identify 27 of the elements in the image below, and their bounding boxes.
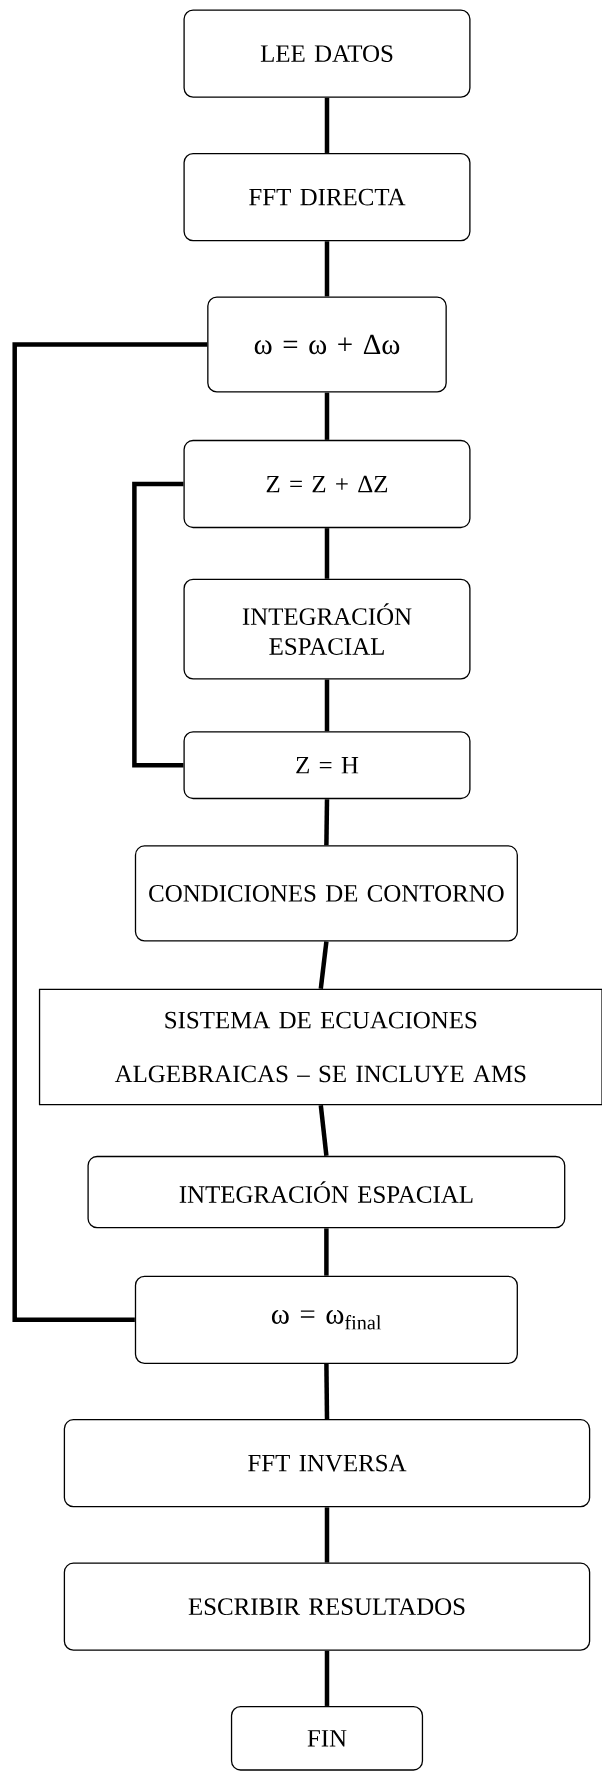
process-box: SISTEMA DE ECUACIONES ALGEBRAICAS – SE INCLUYE AMS xyxy=(38,988,602,1106)
connector-line xyxy=(324,1507,330,1563)
process-box: INTEGRACIÓN ESPACIAL xyxy=(183,578,471,680)
process-box: ω = ω + Δω xyxy=(207,296,447,393)
process-box: ω = ω$_{final}$ xyxy=(134,1275,518,1364)
connector-line xyxy=(324,1363,330,1420)
process-box: FFT DIRECTA xyxy=(183,152,471,242)
process-box: FFT INVERSA xyxy=(63,1419,591,1508)
connector-line xyxy=(324,679,330,732)
process-box: Z = H xyxy=(183,731,471,800)
connector-line xyxy=(12,342,208,1323)
process-box: CONDICIONES DE CONTORNO xyxy=(134,845,518,942)
connector-line xyxy=(318,1105,329,1157)
connector-line xyxy=(324,97,330,153)
connector-line xyxy=(132,481,184,768)
connector-line xyxy=(324,1650,330,1706)
connector-line xyxy=(318,941,329,990)
connector-line xyxy=(324,392,330,440)
connector-line xyxy=(324,528,330,579)
connector-line xyxy=(324,799,330,846)
connector-line xyxy=(324,1228,329,1276)
process-box: INTEGRACIÓN ESPACIAL xyxy=(87,1155,566,1229)
process-box: Z = Z + ΔZ xyxy=(183,439,471,529)
connector-line xyxy=(324,241,330,297)
process-box: LEE DATOS xyxy=(183,9,471,98)
process-box: ESCRIBIR RESULTADOS xyxy=(63,1562,591,1651)
process-box: FIN xyxy=(230,1705,424,1771)
